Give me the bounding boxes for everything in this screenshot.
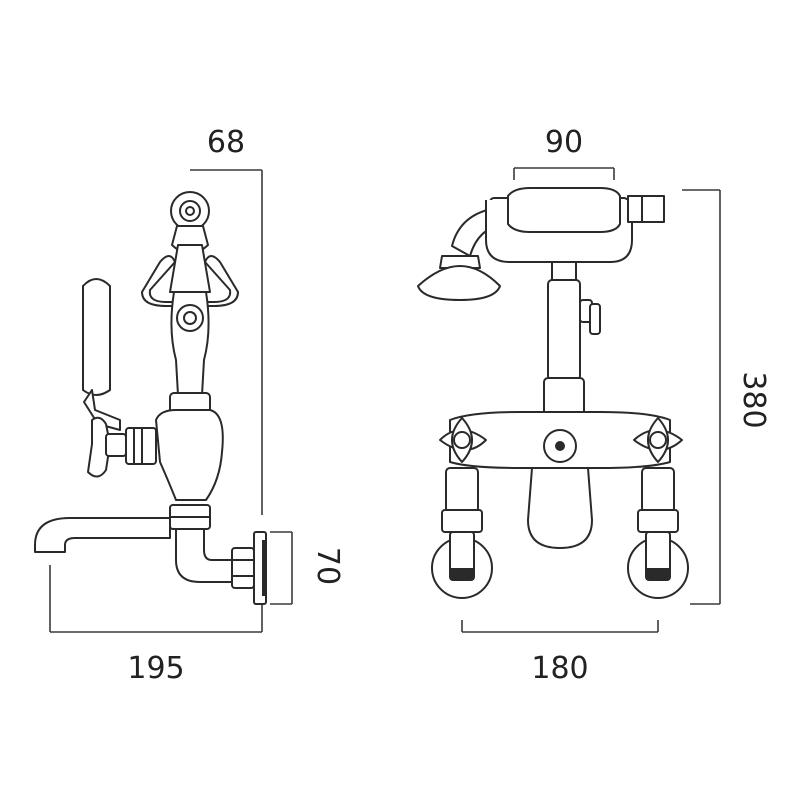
side-view: 68 195 70 [34,125,345,686]
dimension-label-195: 195 [127,651,184,686]
dimension-label-70: 70 [310,547,345,585]
front-view: 90 380 180 [417,125,771,686]
cradle-bell [141,255,239,307]
elbow-pipe [175,528,241,583]
dimension-side-top: 68 [190,125,263,515]
spout [34,517,171,553]
dimension-front-height: 380 [682,189,771,605]
dimension-front-centres: 180 [461,620,659,686]
dimension-side-bottom: 195 [49,565,263,686]
handset-hook [169,191,211,293]
dimension-label-90: 90 [545,125,583,160]
wall-nut [231,547,255,589]
dimension-front-top: 90 [513,125,615,180]
riser-column-front [543,279,601,419]
bath-outlet [527,467,593,549]
crosshead-handle-right [633,417,683,463]
dimension-label-180: 180 [531,651,588,686]
right-leg [627,467,689,599]
shower-handset [417,187,665,301]
dimension-side-wall: 70 [270,531,345,605]
lever-handle [82,278,121,431]
left-leg [431,467,493,599]
dimension-label-68: 68 [207,125,245,160]
dimension-label-380: 380 [736,371,771,428]
valve-body-side [155,409,224,501]
crosshead-handle-left [439,417,487,463]
crosshead-handle-side [87,416,157,478]
